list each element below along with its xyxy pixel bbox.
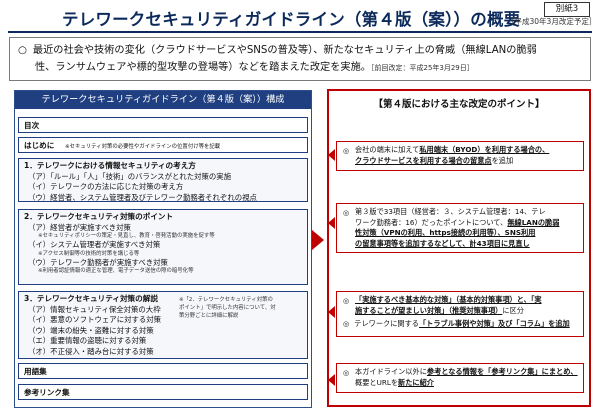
section-links-label: 参考リンク集 <box>24 388 70 397</box>
section-3-side-note: ※「2．テレワークセキュリティ対策の ポイント」で明示した内容について、対 策分… <box>179 296 276 320</box>
section-3-title: 3．テレワークセキュリティ対策の解説 <box>24 294 158 303</box>
section-toc: 目次 <box>18 117 308 133</box>
point-line: 第３版で33項目（経営者：３、システム管理者：14、テレ <box>355 207 546 216</box>
point-emphasis: クラウドサービスを利用する場合の留意点 <box>355 155 492 165</box>
point-text: を追加 <box>491 155 514 165</box>
section-2-item: （ウ）テレワーク勤務者が実施すべき対策 <box>28 257 168 267</box>
section-1-item: （ア）「ルール」「人」「技術」のバランスがとれた対策の実施 <box>28 171 232 181</box>
point-text: テレワークに関する <box>354 319 419 328</box>
section-2-item: （イ）システム管理者が実施すべき対策 <box>28 240 161 249</box>
title-divider <box>8 31 592 33</box>
connector-arrow-icon <box>312 230 324 250</box>
pointer-arrow-icon <box>328 217 335 229</box>
section-intro-label: はじめに <box>24 141 55 150</box>
attachment-label: 別紙3 <box>544 2 590 17</box>
section-intro-note: ※セキュリティ対策の必要性やガイドラインの位置付け等を記載 <box>65 144 221 150</box>
point-bullet: ◎ <box>343 319 350 328</box>
intro-text-1: 最近の社会や技術の変化（クラウドサービスやSNSの普及等）、新たなセキュリティ上… <box>32 45 537 56</box>
point-line: クラウドサービスを利用する場合の留意点を追加 <box>355 156 578 167</box>
intro-line-1: ○ 最近の社会や技術の変化（クラウドサービスやSNSの普及等）、新たなセキュリティ… <box>18 42 582 59</box>
section-glossary: 用語集 <box>18 363 308 379</box>
point-bullet: ◎ <box>343 369 350 377</box>
point-line: 性対策（VPNの利用、https接続の利用等）、SNS利用 <box>355 228 536 237</box>
section-3-item: （ウ）端末の紛失・盗難に対する対策 <box>28 325 154 335</box>
point-line: 本ガイドライン以外に参考となる情報を「参考リンク集」にまとめ、 <box>355 367 578 378</box>
point-line: ワーク勤務者：16）だったポイントについて、無線LANの脆弱 <box>355 218 578 229</box>
point-emphasis: 参考となる情報を「参考リンク集」にまとめ、 <box>426 367 578 376</box>
point-bullet: ◎ <box>343 297 350 305</box>
section-2-item: （ア）経営者が実施すべき対策 <box>28 222 131 232</box>
section-2-note: ※アクセス制御等の技術的対策を講じる等 <box>38 250 140 257</box>
section-intro: はじめに ※セキュリティ対策の必要性やガイドラインの位置付け等を記載 <box>18 137 308 153</box>
point-emphasis: 施することが望ましい対策」（推奨対策事項） <box>355 305 503 315</box>
point-emphasis: 新たに紹介 <box>398 377 434 387</box>
point-line: ◎ テレワークに関する「トラブル事例や対策」及び「コラム」を追加 <box>343 319 578 330</box>
point-line: 「実施するべき基本的な対策」（基本的対策事項）と、「実 <box>355 295 542 304</box>
prior-revision-note: ［前回改定：平成25年3月29日］ <box>370 64 474 72</box>
side-note-line: ポイント」で明示した内容について、対 <box>179 305 276 311</box>
section-1: 1．テレワークにおける情報セキュリティの考え方 （ア）「ルール」「人」「技術」の… <box>18 158 308 202</box>
pointer-arrow-icon <box>328 374 335 386</box>
point-text: ワーク勤務者：16）だったポイントについて、 <box>355 217 508 227</box>
point-text: 会社の端末に加えて <box>355 145 420 154</box>
point-text: 概要とURLを <box>355 377 399 387</box>
intro-bullet: ○ <box>18 45 27 56</box>
section-glossary-label: 用語集 <box>24 367 47 376</box>
pointer-arrow-icon <box>328 306 335 318</box>
point-line: 施することが望ましい対策」（推奨対策事項）に区分 <box>355 306 578 317</box>
intro-text-2: 性、ランサムウェアや標的型攻撃の登場等）などを踏まえた改定を実施。 <box>35 62 371 73</box>
intro-box: ○ 最近の社会や技術の変化（クラウドサービスやSNSの普及等）、新たなセキュリティ… <box>9 37 591 81</box>
revision-points-panel: 【第４版における主な改定のポイント】 ◎ 会社の端末に加えて私用端末（BYOD）… <box>327 89 591 407</box>
intro-line-2: 性、ランサムウェアや標的型攻撃の登場等）などを踏まえた改定を実施。［前回改定：平… <box>18 59 582 77</box>
section-3-item: （ア）情報セキュリティ保全対策の大枠 <box>28 304 161 314</box>
point-emphasis: 無線LANの脆弱 <box>507 217 560 227</box>
section-2-title: 2．テレワークセキュリティ対策のポイント <box>24 212 174 221</box>
section-2-note: ※セキュリティポリシーの策定・見直し、教育・啓発活動の実施を促す等 <box>38 233 215 239</box>
point-bullet: ◎ <box>343 209 350 217</box>
revision-point-links: ◎ 本ガイドライン以外に参考となる情報を「参考リンク集」にまとめ、 概要とURL… <box>336 363 584 393</box>
point-line: 会社の端末に加えて私用端末（BYOD）を利用する場合の、 <box>355 145 578 156</box>
section-toc-label: 目次 <box>24 121 40 130</box>
section-1-item: （イ）テレワークの方法に応じた対策の考え方 <box>28 182 184 191</box>
point-text: に区分 <box>502 305 524 315</box>
point-text: 本ガイドライン以外に <box>355 367 427 376</box>
revision-date-note: ［平成30年3月改定予定］ <box>507 17 597 26</box>
page-title: テレワークセキュリティガイドライン（第４版（案））の概要 <box>62 10 521 29</box>
point-line: 概要とURLを新たに紹介 <box>355 378 578 389</box>
revision-point-byod: ◎ 会社の端末に加えて私用端末（BYOD）を利用する場合の、 クラウドサービスを… <box>336 141 584 171</box>
pointer-arrow-icon <box>328 149 335 161</box>
section-3-item: （オ）不正侵入・踏み台に対する対策 <box>28 346 154 356</box>
revision-points-title: 【第４版における主な改定のポイント】 <box>373 99 545 110</box>
side-note-line: ※「2．テレワークセキュリティ対策の <box>179 297 273 303</box>
side-note-line: 策分野ごとに詳細に解説 <box>179 313 239 319</box>
section-3-item: （イ）悪意のソフトウェアに対する対策 <box>28 315 162 324</box>
section-2-note: ※利用者認証情報の適正な管理、電子データ送信の際の暗号化等 <box>38 268 194 274</box>
structure-header: テレワークセキュリティガイドライン（第４版（案））構成 <box>15 91 311 109</box>
section-3-item: （エ）重要情報の盗聴に対する対策 <box>28 336 147 345</box>
revision-point-items: ◎ 第３版で33項目（経営者：３、システム管理者：14、テレ ワーク勤務者：16… <box>336 203 584 253</box>
section-2: 2．テレワークセキュリティ対策のポイント （ア）経営者が実施すべき対策 ※セキュ… <box>18 209 308 285</box>
section-reference-links: 参考リンク集 <box>18 384 308 400</box>
revision-point-categories: ◎ 「実施するべき基本的な対策」（基本的対策事項）と、「実 施することが望ましい… <box>336 291 584 337</box>
section-1-item: （ウ）経営者、システム管理者及びテレワーク勤務者それぞれの視点 <box>28 192 257 202</box>
point-emphasis: 「トラブル事例や対策」及び「コラム」を追加 <box>418 319 570 328</box>
point-line: の留意事項等を追加するなどして、計43項目に見直し <box>355 238 530 248</box>
section-1-title: 1．テレワークにおける情報セキュリティの考え方 <box>24 161 196 170</box>
guideline-structure-panel: テレワークセキュリティガイドライン（第４版（案））構成 目次 はじめに ※セキュ… <box>14 90 312 408</box>
point-bullet: ◎ <box>343 147 350 155</box>
section-3: 3．テレワークセキュリティ対策の解説 （ア）情報セキュリティ保全対策の大枠 （イ… <box>18 291 308 359</box>
point-emphasis: 私用端末（BYOD）を利用する場合の、 <box>419 145 550 154</box>
